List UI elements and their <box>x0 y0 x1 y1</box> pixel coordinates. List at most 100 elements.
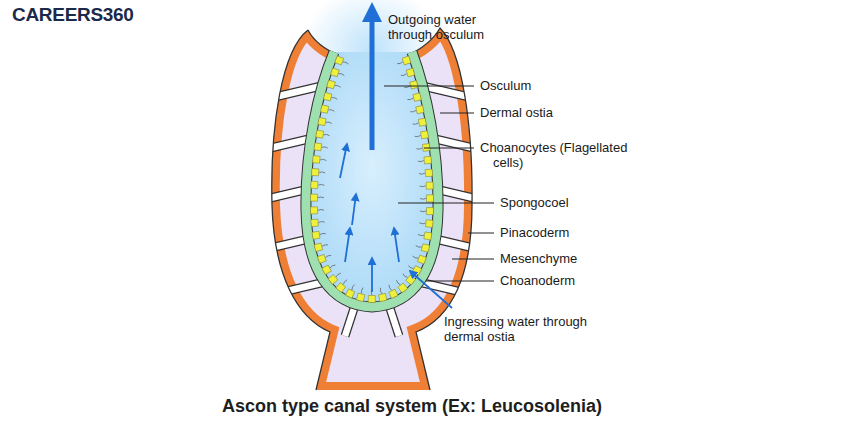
part-label: Choanocytes (Flagellated cells) <box>480 140 628 171</box>
flagellum <box>420 185 426 187</box>
flagellum <box>420 198 426 200</box>
choanocyte-body <box>316 130 324 138</box>
choanocyte <box>317 254 331 263</box>
choanocyte <box>418 156 432 164</box>
choanocyte <box>312 231 326 239</box>
flagellum <box>407 98 413 100</box>
choanocyte <box>410 105 424 113</box>
flagellum <box>339 74 345 76</box>
flagellum <box>343 62 349 64</box>
choanocyte <box>312 156 326 164</box>
flagellum <box>318 184 324 186</box>
choanocyte <box>408 266 422 276</box>
choanocyte-body <box>327 80 336 89</box>
choanocyte-body <box>312 231 320 239</box>
flagellum <box>418 234 424 235</box>
choanocyte-body <box>426 195 433 202</box>
choanocyte <box>420 208 434 215</box>
choanocyte-body <box>368 295 375 302</box>
choanocyte-body <box>421 244 429 252</box>
choanocyte <box>345 285 354 299</box>
choanocyte-body <box>335 56 344 65</box>
choanocyte-body <box>406 68 415 77</box>
flagellum <box>322 245 328 247</box>
choanocyte <box>314 243 328 251</box>
choanocyte <box>413 118 427 126</box>
flagellum <box>322 147 328 148</box>
choanocyte <box>310 207 324 214</box>
flagellum <box>336 273 341 277</box>
choanocyte-body <box>311 181 318 188</box>
choanocyte-body <box>318 117 326 125</box>
choanocyte <box>416 244 430 252</box>
flow-label: Outgoing water through osculum <box>388 12 506 43</box>
choanocyte-body <box>322 265 331 274</box>
choanocyte-body <box>422 144 430 152</box>
flagellum <box>335 85 341 87</box>
part-label: Pinacoderm <box>500 225 620 240</box>
flagellum <box>416 246 422 248</box>
flagellum <box>318 196 324 198</box>
choanocyte <box>416 144 430 152</box>
choanocyte <box>335 56 349 65</box>
choanocyte-body <box>425 169 432 176</box>
flagellum <box>403 274 408 278</box>
choanocyte <box>413 255 427 264</box>
choanocyte <box>330 68 344 77</box>
choanocyte-body <box>426 208 433 215</box>
choanocyte-body <box>426 220 434 228</box>
choanocyte <box>316 130 330 138</box>
choanocyte <box>314 143 328 151</box>
flagellum <box>419 223 425 224</box>
flagellum <box>416 148 422 149</box>
choanocyte-body <box>311 168 319 176</box>
choanocyte-body <box>312 156 320 164</box>
choanocyte <box>311 219 325 227</box>
flagellum <box>331 98 337 100</box>
choanocyte-body <box>311 219 319 227</box>
flagellum <box>413 123 419 124</box>
choanocyte <box>320 105 334 113</box>
choanocyte-body <box>356 293 364 301</box>
flagellum <box>361 288 363 294</box>
flagellum <box>330 265 335 268</box>
flagellum <box>326 122 332 123</box>
choanocyte <box>407 93 421 101</box>
choanocyte-body <box>410 81 419 90</box>
flagellum <box>415 135 421 136</box>
choanocyte <box>415 131 429 139</box>
choanocyte <box>327 80 341 89</box>
flagellum <box>408 266 413 269</box>
choanocyte <box>401 68 415 77</box>
choanocyte <box>418 232 432 240</box>
choanocyte-body <box>336 283 346 293</box>
choanocyte-body <box>389 289 398 298</box>
flagellum <box>420 210 426 212</box>
choanocyte-body <box>402 56 411 65</box>
choanocyte-body <box>320 105 328 113</box>
choanocyte-body <box>424 232 432 240</box>
flagellum <box>389 285 392 290</box>
flagellum <box>343 280 347 285</box>
choanocyte <box>311 168 325 176</box>
flagellum <box>352 285 355 290</box>
flagellum <box>318 209 324 211</box>
choanocyte <box>378 288 386 302</box>
choanocyte-body <box>323 92 332 101</box>
choanocyte <box>419 169 433 176</box>
part-label: Choanoderm <box>500 273 620 288</box>
choanocyte <box>397 56 411 65</box>
flow-label: Ingressing water through dermal ostia <box>444 314 594 345</box>
choanocyte-body <box>310 194 317 201</box>
choanocyte-body <box>418 118 426 126</box>
flagellum <box>401 74 407 76</box>
flagellum <box>319 171 325 173</box>
choanocyte-body <box>421 131 429 139</box>
choanocyte <box>328 273 341 284</box>
part-label: Osculum <box>480 78 590 93</box>
choanocyte <box>404 81 418 90</box>
choanocyte-body <box>330 68 339 77</box>
choanocyte <box>310 194 324 201</box>
choanocyte-body <box>310 207 317 214</box>
part-label: Dermal ostia <box>480 105 600 120</box>
